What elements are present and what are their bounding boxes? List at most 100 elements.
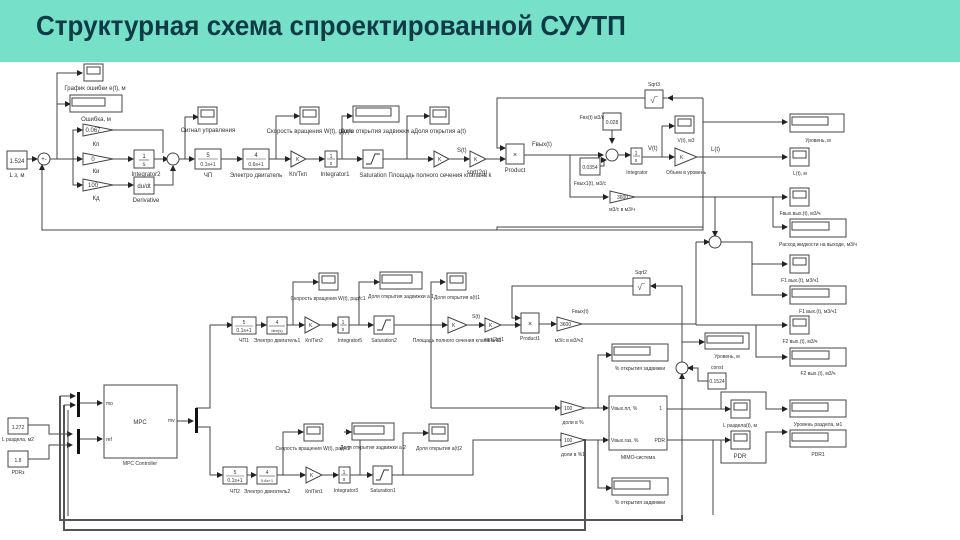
flow-balance-sum-block[interactable] [605, 148, 619, 162]
kn-tkn-gain-block[interactable]: K Кп/Ткп [289, 150, 308, 178]
conv-gain-block[interactable]: 3600 м3/с в м3/ч [609, 190, 635, 213]
f2-scope[interactable]: F2 вых.(t), м3/ч [782, 315, 818, 345]
opening-scope2[interactable]: Доля открытия a(t)2 [416, 423, 462, 452]
area-gain-block[interactable]: K Площадь полного сечения клапана k [388, 150, 493, 179]
motor-label: Электро двигатель [230, 173, 282, 179]
level-scope[interactable]: L(t), м [789, 147, 810, 177]
flow-diff-sum-block[interactable] [708, 235, 722, 249]
volume-scope[interactable]: V(t), м3 [674, 115, 695, 144]
gain-kp-block[interactable]: 0.067 Кп [82, 123, 114, 148]
sqrt-2g-gain-block[interactable]: K sqrt(2g) [467, 150, 488, 176]
pct-display2[interactable]: % открытия задвижки [611, 477, 669, 506]
f-in-const-block[interactable]: 0.028 Fвх(t) м3/с [580, 112, 622, 131]
integrator2-block[interactable]: 1 s Integrator2 [131, 149, 161, 178]
position-display[interactable]: Доля открытия задвижки a [340, 105, 415, 135]
svg-text:mv: mv [168, 418, 175, 424]
pct-display1-label: % открытия задвижки [615, 366, 666, 372]
level-scope2[interactable]: L раздела(t), м [723, 399, 757, 429]
svg-text:K: K [489, 323, 493, 329]
saturation-block[interactable]: Saturation [359, 149, 387, 179]
opening-scope1[interactable]: Доля открытия a(t)1 [434, 272, 480, 301]
f-out-const-block[interactable]: 0.0354 Fвых1(t), м3/с [574, 157, 607, 187]
speed-scope2[interactable]: Скорость вращения W(t), рад/с2 [275, 423, 351, 452]
product1-block[interactable]: × Product1 [520, 312, 540, 342]
integrator1-block[interactable]: 1 s Integrator1 [320, 150, 350, 178]
chp-transfer-block[interactable]: 5 0.1s+1 ЧП [194, 148, 222, 179]
svg-text:0.6s+1: 0.6s+1 [261, 478, 274, 483]
const-label: const [711, 365, 724, 371]
sqrt3-block[interactable]: √‾ Sqrt3 [644, 82, 664, 109]
flow-scope[interactable]: Fвых.вых.(t), м3/ч [779, 187, 821, 217]
kn-tkn2-label: Кп/Ткп2 [305, 338, 323, 344]
gain100a-block[interactable]: 100 доли в % [560, 400, 587, 426]
error-sum-block[interactable]: +- [37, 152, 51, 166]
f1-display[interactable]: F1 вых.(t), м3/ч1 [789, 285, 847, 315]
gain-kd-block[interactable]: 100 Кд [82, 178, 114, 202]
f2-display[interactable]: F2 вых.(t), м3/ч [789, 347, 847, 377]
svg-text:3600: 3600 [560, 322, 571, 328]
gain-ki-value: 0 [91, 157, 95, 163]
product-label: Product [505, 168, 526, 174]
kn-tkn2-gain-block[interactable]: K Кп/Ткп2 [304, 316, 323, 344]
level-display2[interactable]: Уровень, м [704, 332, 750, 360]
level-display3[interactable]: Уровень раздела, м1 [789, 399, 847, 428]
pdr-display[interactable]: PDR1 [789, 429, 847, 458]
gain-kd-value: 100 [88, 183, 99, 189]
motor2-transfer-block[interactable]: 4 0.6s+1 Электро двигатель2 [244, 466, 291, 495]
conv-gain2-block[interactable]: 3600 м3/с в м3/ч2 [555, 316, 584, 344]
motor-transfer-block[interactable]: 4 0.6s+1 Электро двигатель [230, 148, 282, 179]
const-block[interactable]: 0.1524 const [707, 365, 727, 390]
derivative-block[interactable]: du/dt Derivative [133, 176, 160, 204]
integrator3-block[interactable]: 1 s Integrator3 [334, 466, 358, 494]
f1-scope[interactable]: F1 вых.(t), м3/ч1 [781, 254, 819, 284]
pdr-const-block[interactable]: 1.8 PDRз [7, 450, 29, 476]
position-display1[interactable]: Доля открытия задвижки a 1 [368, 271, 434, 300]
vol-to-level-gain-block[interactable]: K Объем в уровень [666, 147, 707, 176]
error-display[interactable]: Ошибка, м [69, 94, 123, 123]
speed-scope[interactable]: Скорость вращения W(t), рад/с [267, 106, 354, 135]
opening-scope[interactable]: Доля открытия a(t) [414, 106, 466, 135]
opening-scope2-label: Доля открытия a(t)2 [416, 446, 462, 452]
svg-text:4: 4 [266, 470, 269, 476]
chp1-transfer-block[interactable]: 5 0.1s+1 ЧП1 [231, 316, 257, 344]
integrator-label: Integrator [626, 170, 648, 176]
saturation2-block[interactable]: Saturation2 [371, 315, 397, 344]
speed-scope1[interactable]: Скорость вращения W(t), рад/с1 [290, 272, 366, 302]
pct-display1[interactable]: % открытия задвижки [611, 343, 669, 372]
pid-sum-block[interactable] [166, 152, 180, 166]
error-scope[interactable]: График ошибки e(t), м [64, 63, 126, 92]
control-signal-scope[interactable]: Сигнал управления [181, 106, 235, 134]
svg-text:3600: 3600 [617, 195, 628, 201]
mpc-controller-block[interactable]: MPC mo ref mv MPC Controller [103, 384, 178, 467]
position-display2[interactable]: Доля открытия задвижки a 2 [340, 422, 406, 451]
product-block[interactable]: × Product [505, 143, 526, 174]
svg-text:0.1s+1: 0.1s+1 [236, 328, 251, 334]
sqrt-2g1-label: sqrt(2g)1 [484, 337, 504, 343]
svg-text:100: 100 [564, 406, 573, 412]
svg-text:s: s [342, 327, 345, 333]
sqrt-2g1-gain-block[interactable]: K sqrt(2g)1 [484, 317, 504, 343]
mimo-system-block[interactable]: Vвых.пл, % Vвых.газ, % 1 PDR MIMO-систем… [608, 395, 668, 461]
chp2-transfer-block[interactable]: 5 0.1s+1 ЧП2 [222, 466, 248, 495]
integrator2-label: Integrator2 [131, 172, 161, 178]
ref-const-block[interactable]: 1.272 L раздела, м2 [2, 417, 34, 443]
flow-display[interactable]: Расход жидкости на выходе, м3/ч [779, 218, 857, 248]
speed-scope-label: Скорость вращения W(t), рад/с [267, 129, 354, 135]
sqrt2-block[interactable]: √‾ Sqrt2 [632, 270, 651, 296]
f1-scope-label: F1 вых.(t), м3/ч1 [781, 278, 819, 284]
gain100b-block[interactable]: 100 доли в %1 [560, 432, 587, 458]
v-signal-label: V(t) [648, 146, 658, 152]
level-display[interactable]: Уровень, м [789, 113, 845, 144]
area-gain1-block[interactable]: K Площадь полного сечения клапана k1 [413, 316, 502, 344]
kn-tkn1-gain-block[interactable]: K Кп/Ткп1 [305, 466, 324, 495]
svg-text:1: 1 [659, 406, 662, 412]
gain-ki-block[interactable]: 0 Ки [82, 152, 114, 175]
saturation1-block[interactable]: Saturation1 [370, 465, 396, 494]
level-sum-block[interactable] [675, 361, 689, 375]
pdr-scope[interactable]: PDR [730, 430, 751, 460]
integrator-block[interactable]: 1 s Integrator [626, 147, 648, 176]
opening-scope-label: Доля открытия a(t) [414, 129, 466, 135]
svg-text:+-: +- [41, 157, 47, 163]
conv-gain-label: м3/с в м3/ч [609, 207, 635, 213]
setpoint-const-block[interactable]: 1.524 L з, м [6, 150, 28, 179]
